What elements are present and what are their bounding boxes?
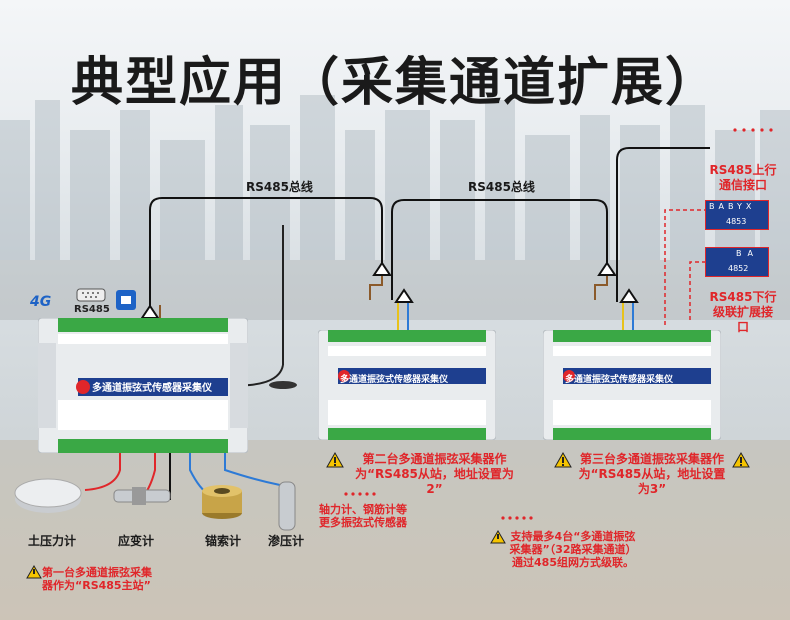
4g-icon: 4G [30, 294, 52, 310]
rs485-port-icon [76, 288, 106, 302]
device-2-title: 多通道振弦式传感器采集仪 [340, 375, 449, 385]
ethernet-icon [116, 290, 136, 310]
port-4852-pins: BA [736, 249, 759, 258]
port-4853-pins: BABYX [709, 202, 756, 211]
device-2-slave [318, 330, 496, 440]
note-device-3: 第三台多通道振弦采集器作为“RS485从站，地址设置为3” [578, 452, 726, 496]
sensor-label-strain: 应变计 [118, 534, 155, 548]
port-4853-box: BABYX 4853 [705, 200, 769, 230]
port-4853-label: 4853 [726, 217, 747, 226]
warning-icon [326, 452, 344, 468]
sensor-label-earth-pressure: 土压力计 [28, 534, 77, 548]
note-master: 第一台多通道振弦采集器作为“RS485主站” [42, 566, 152, 592]
anchor-load-cell-icon [202, 485, 242, 519]
rs485-icon-label: RS485 [74, 304, 110, 315]
warning-icon [490, 530, 506, 544]
note-more-sensors: 轴力计、钢筋计等更多振弦式传感器 [319, 503, 407, 529]
rs485-up-label: RS485上行通信接口 [709, 163, 777, 192]
page-title: 典型应用（采集通道扩展） [70, 53, 719, 113]
note-max-units: 支持最多4台“多通道振弦采集器”（32路采集通道）通过485组网方式级联。 [509, 530, 637, 569]
earth-pressure-sensor-icon [14, 478, 82, 513]
device-3-title: 多通道振弦式传感器采集仪 [565, 375, 674, 385]
note-device-2: 第二台多通道振弦采集器作为“RS485从站，地址设置为2” [355, 452, 514, 496]
device-3-slave [543, 330, 721, 440]
device-1-title: 多通道振弦式传感器采集仪 [92, 383, 212, 394]
warning-icon [26, 565, 42, 579]
warning-icon [554, 452, 572, 468]
port-4852-box: BA 4852 [705, 247, 769, 277]
sensor-label-anchor: 锚索计 [205, 534, 242, 548]
port-4852-label: 4852 [728, 264, 749, 273]
device-1-master [38, 318, 248, 453]
piezometer-icon [278, 481, 296, 531]
bus-label-1: RS485总线 [246, 180, 313, 194]
sensor-label-piezometer: 渗压计 [268, 534, 305, 548]
rs485-down-label: RS485下行级联扩展接口 [709, 290, 777, 334]
strain-gauge-icon [113, 487, 171, 505]
bus-label-2: RS485总线 [468, 180, 535, 194]
warning-icon [732, 452, 750, 468]
